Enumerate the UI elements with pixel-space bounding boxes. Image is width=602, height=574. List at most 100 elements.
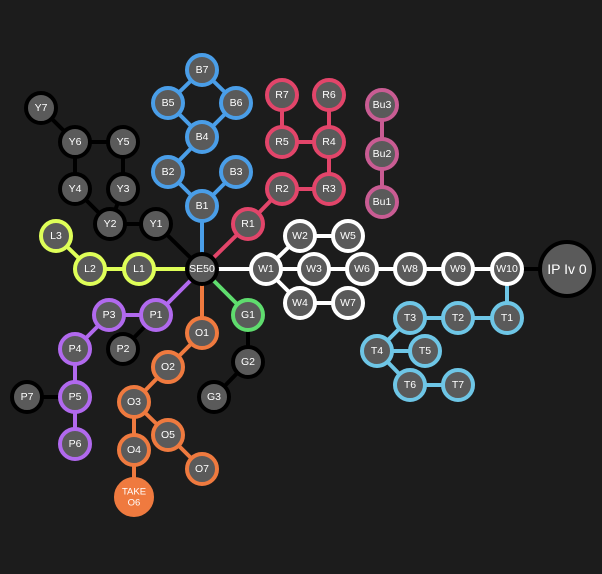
node-circle [441,301,475,335]
node-circle [151,155,185,189]
node-w5[interactable]: W5 [331,219,365,253]
node-p7[interactable]: P7 [10,380,44,414]
node-g3[interactable]: G3 [197,380,231,414]
node-g1[interactable]: G1 [231,298,265,332]
node-o4[interactable]: O4 [117,433,151,467]
node-w2[interactable]: W2 [283,219,317,253]
node-b7[interactable]: B7 [185,53,219,87]
node-circle [393,368,427,402]
node-circle [490,301,524,335]
node-circle [365,88,399,122]
node-circle [106,125,140,159]
node-circle [365,185,399,219]
node-p6[interactable]: P6 [58,427,92,461]
node-circle [441,252,475,286]
node-circle [58,172,92,206]
node-circle [185,120,219,154]
node-w8[interactable]: W8 [393,252,427,286]
node-circle [219,86,253,120]
node-t3[interactable]: T3 [393,301,427,335]
node-bu1[interactable]: Bu1 [365,185,399,219]
node-se50[interactable]: SE50 [185,252,219,286]
node-circle [312,78,346,112]
node-r2[interactable]: R2 [265,172,299,206]
node-w4[interactable]: W4 [283,286,317,320]
node-y5[interactable]: Y5 [106,125,140,159]
node-b1[interactable]: B1 [185,189,219,223]
node-g2[interactable]: G2 [231,345,265,379]
node-w10[interactable]: W10 [490,252,524,286]
node-r6[interactable]: R6 [312,78,346,112]
node-circle [297,252,331,286]
node-b2[interactable]: B2 [151,155,185,189]
node-circle [151,418,185,452]
node-circle [139,298,173,332]
node-t4[interactable]: T4 [360,334,394,368]
node-bu2[interactable]: Bu2 [365,137,399,171]
node-circle [331,286,365,320]
node-circle [283,219,317,253]
node-p4[interactable]: P4 [58,332,92,366]
node-circle [312,125,346,159]
node-circle [122,252,156,286]
node-circle [24,91,58,125]
node-r1[interactable]: R1 [231,207,265,241]
node-circle [117,385,151,419]
node-circle [39,219,73,253]
node-r7[interactable]: R7 [265,78,299,112]
node-l3[interactable]: L3 [39,219,73,253]
node-b5[interactable]: B5 [151,86,185,120]
node-y6[interactable]: Y6 [58,125,92,159]
node-circle [197,380,231,414]
node-y4[interactable]: Y4 [58,172,92,206]
node-w3[interactable]: W3 [297,252,331,286]
node-circle [10,380,44,414]
node-t6[interactable]: T6 [393,368,427,402]
node-circle [408,334,442,368]
node-p1[interactable]: P1 [139,298,173,332]
node-y2[interactable]: Y2 [93,207,127,241]
node-w6[interactable]: W6 [345,252,379,286]
node-w9[interactable]: W9 [441,252,475,286]
node-t7[interactable]: T7 [441,368,475,402]
node-circle [58,332,92,366]
node-l1[interactable]: L1 [122,252,156,286]
node-o5[interactable]: O5 [151,418,185,452]
node-w7[interactable]: W7 [331,286,365,320]
node-b6[interactable]: B6 [219,86,253,120]
node-w1[interactable]: W1 [249,252,283,286]
node-r3[interactable]: R3 [312,172,346,206]
node-o3[interactable]: O3 [117,385,151,419]
node-circle [265,78,299,112]
node-b3[interactable]: B3 [219,155,253,189]
node-p3[interactable]: P3 [92,298,126,332]
node-circle [185,452,219,486]
node-circle [92,298,126,332]
node-r4[interactable]: R4 [312,125,346,159]
node-l2[interactable]: L2 [73,252,107,286]
node-y7[interactable]: Y7 [24,91,58,125]
node-circle [393,301,427,335]
node-bu3[interactable]: Bu3 [365,88,399,122]
node-circle [151,350,185,384]
node-circle [265,125,299,159]
node-y1[interactable]: Y1 [139,207,173,241]
node-circle [231,298,265,332]
node-circle [231,345,265,379]
node-circle [114,477,154,517]
node-t1[interactable]: T1 [490,301,524,335]
node-t2[interactable]: T2 [441,301,475,335]
node-b4[interactable]: B4 [185,120,219,154]
node-r5[interactable]: R5 [265,125,299,159]
node-t5[interactable]: T5 [408,334,442,368]
node-y3[interactable]: Y3 [106,172,140,206]
node-o1[interactable]: O1 [185,316,219,350]
node-p2[interactable]: P2 [106,332,140,366]
node-o7[interactable]: O7 [185,452,219,486]
node-ipiv0[interactable]: IP Iv 0 [538,240,596,298]
node-p5[interactable]: P5 [58,380,92,414]
node-circle [58,380,92,414]
node-circle [93,207,127,241]
node-o2[interactable]: O2 [151,350,185,384]
